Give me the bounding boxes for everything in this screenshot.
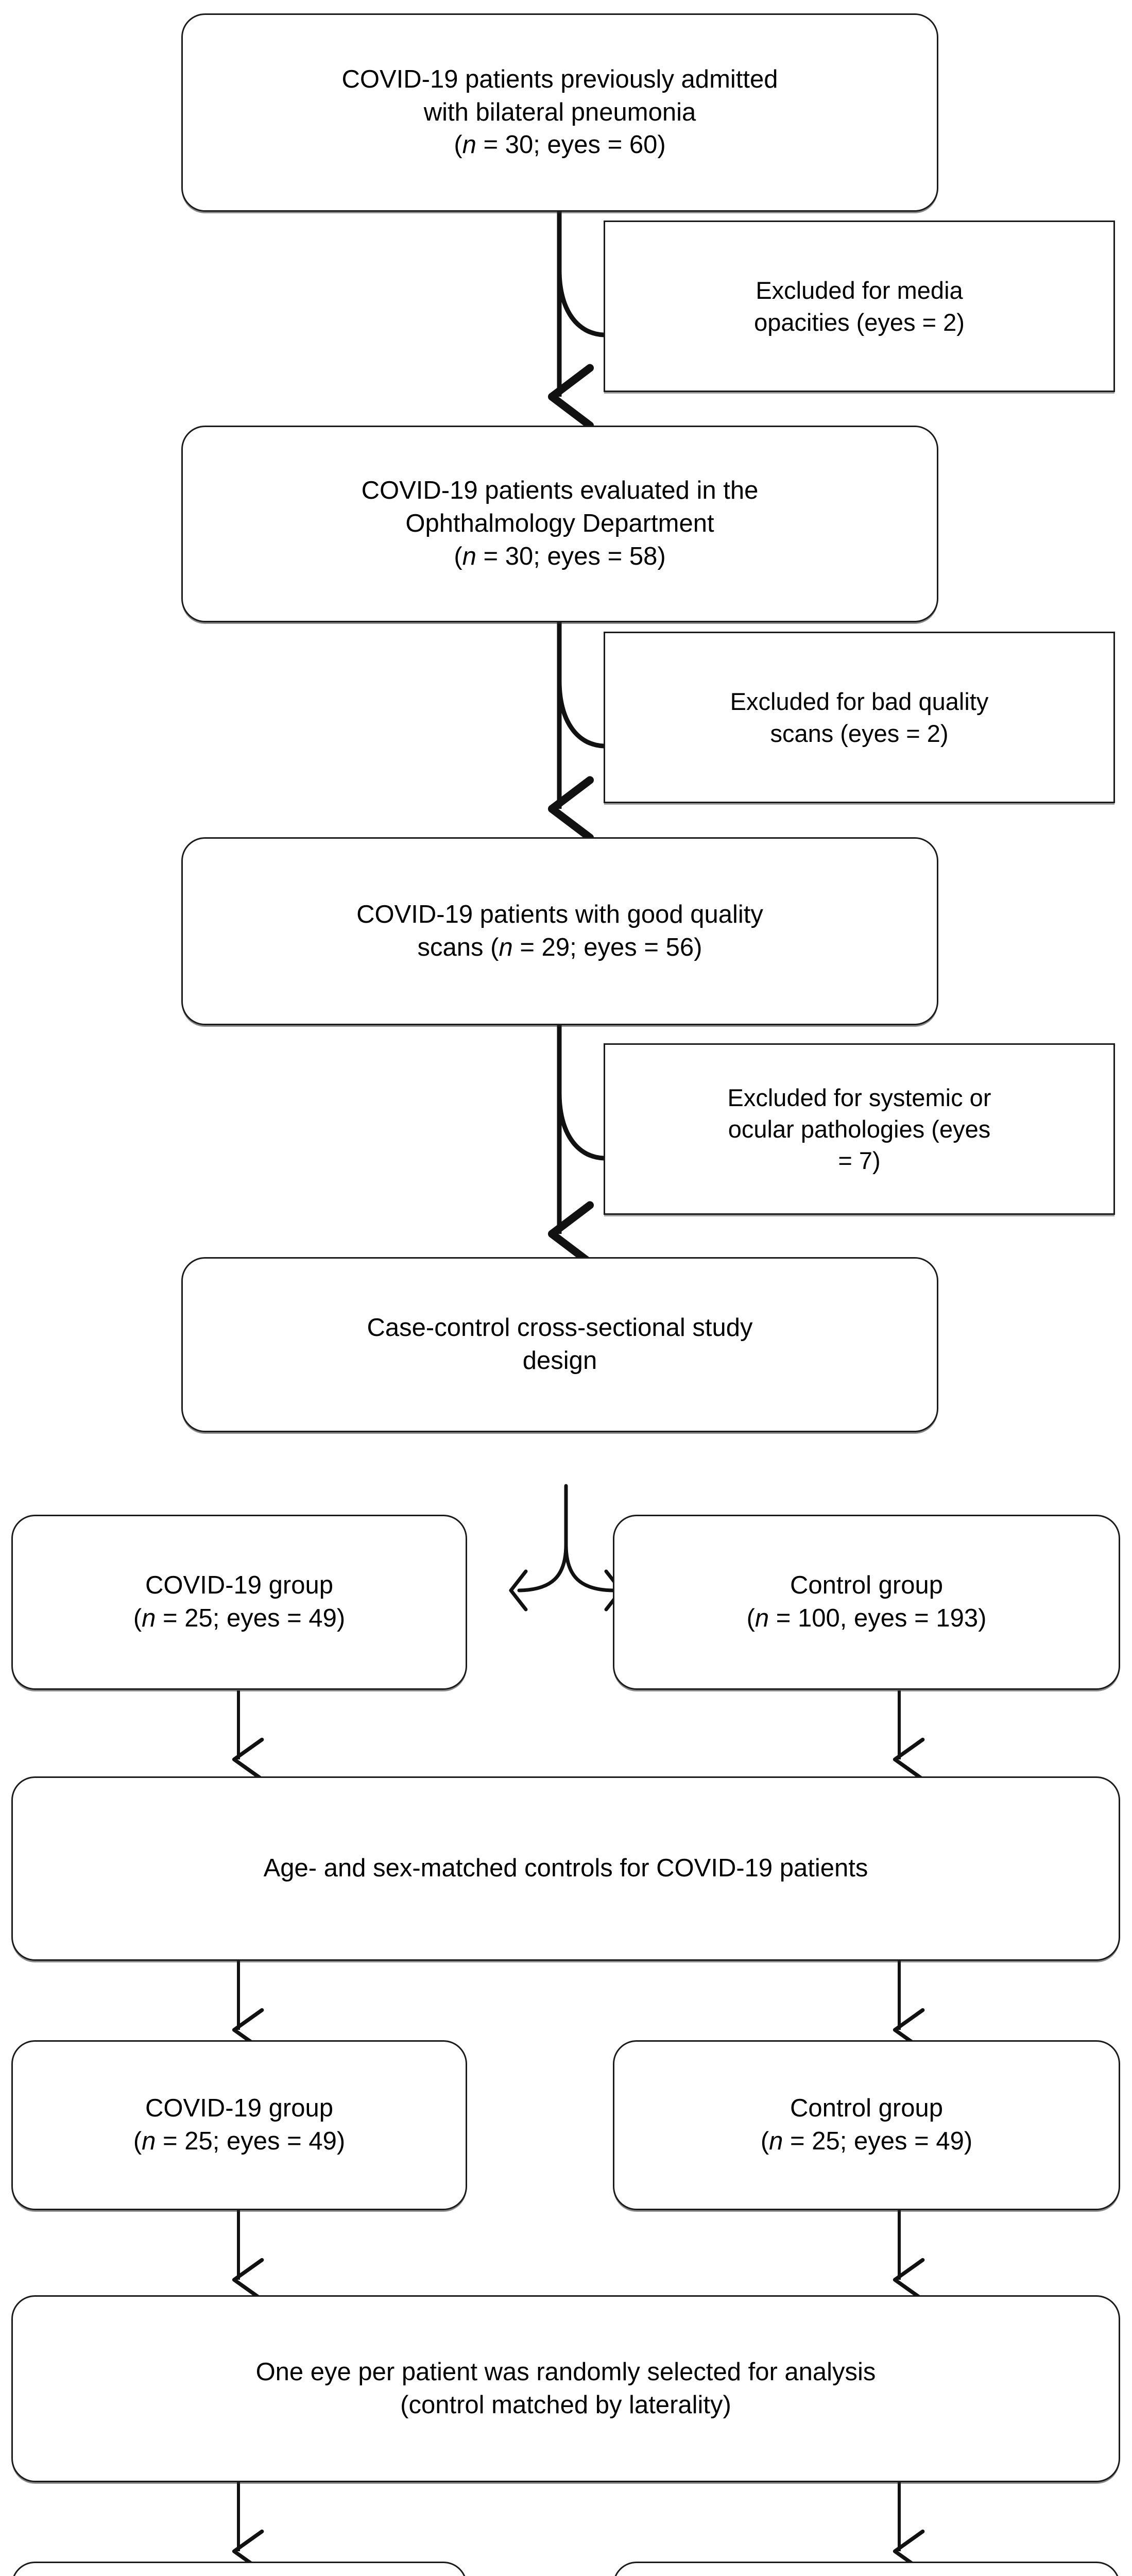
node-control-group-initial: Control group(n = 100, eyes = 193): [613, 1515, 1120, 1690]
node-covid-group-matched-text: COVID-19 group(n = 25; eyes = 49): [133, 2094, 346, 2155]
node-control-group-initial-text: Control group(n = 100, eyes = 193): [746, 1571, 987, 1632]
node-age-sex-matched-controls-text: Age- and sex-matched controls for COVID-…: [263, 1854, 868, 1883]
node-control-group-final: Control group(n = 25; eyes = 25): [613, 2562, 1120, 2576]
node-covid-group-matched: COVID-19 group(n = 25; eyes = 49): [11, 2040, 467, 2210]
node-covid-group-initial-text: COVID-19 group(n = 25; eyes = 49): [133, 1571, 346, 1632]
split-design-to-groups: [509, 1484, 623, 1612]
node-one-eye-selection-text: One eye per patient was randomly selecte…: [255, 2358, 876, 2419]
node-control-group-matched: Control group(n = 25; eyes = 49): [613, 2040, 1120, 2210]
arrow-goodquality-to-design: [547, 1025, 606, 1267]
node-one-eye-selection: One eye per patient was randomly selecte…: [11, 2295, 1120, 2482]
node-control-group-matched-text: Control group(n = 25; eyes = 49): [760, 2094, 973, 2155]
arrow-evaluated-to-goodquality: [547, 622, 606, 842]
node-covid-group-final: COVID-19 group(n = 25; eyes = 25): [11, 2562, 467, 2576]
node-covid-group-initial: COVID-19 group(n = 25; eyes = 49): [11, 1515, 467, 1690]
arrow-admitted-to-evaluated: [547, 211, 606, 430]
node-age-sex-matched-controls: Age- and sex-matched controls for COVID-…: [11, 1776, 1120, 1961]
